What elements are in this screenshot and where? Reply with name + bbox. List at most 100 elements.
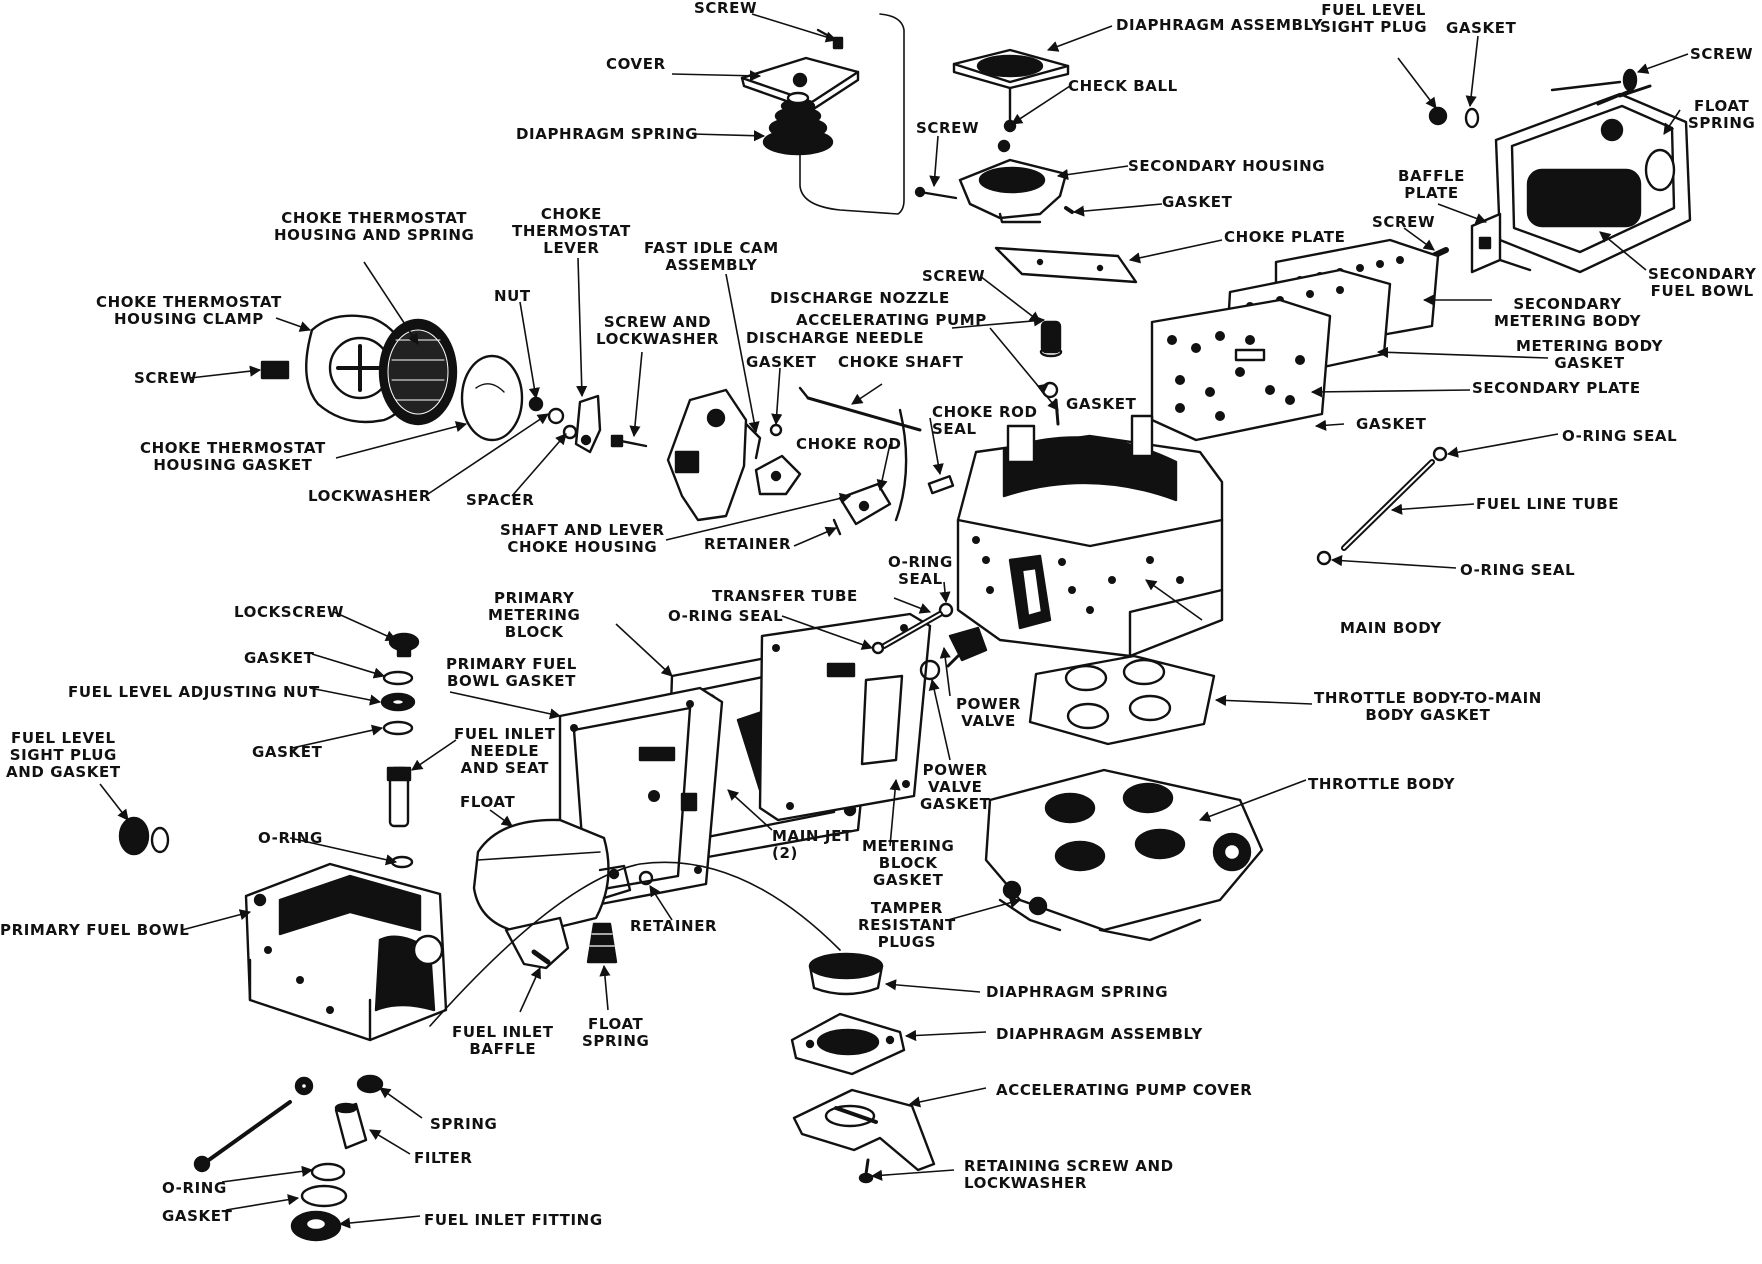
label-screw-baffle: SCREW [1372, 213, 1436, 231]
power-valve-part [946, 626, 988, 668]
label-o-ring-seal-center: O-RING SEAL [888, 553, 953, 588]
label-metering-block-gasket: METERING BLOCK GASKET [862, 837, 955, 889]
nut-part [528, 396, 544, 412]
gasket-adjusting-part [382, 720, 414, 736]
label-lockwasher: LOCKWASHER [308, 487, 432, 505]
label-gasket-bottom: GASKET [162, 1207, 233, 1225]
choke-thermostat-housing-gasket-part [460, 354, 524, 442]
label-retainer-choke: RETAINER [704, 535, 792, 553]
choke-rod-seal-part [927, 474, 955, 495]
screw-top-right-part [1550, 68, 1638, 92]
label-metering-body-gasket: METERING BODY GASKET [1516, 337, 1664, 372]
label-shaft-and-lever: SHAFT AND LEVER CHOKE HOUSING [500, 521, 665, 556]
label-baffle-plate: BAFFLE PLATE [1398, 167, 1465, 202]
diaphragm-spring-bottom-part [808, 952, 884, 996]
fuel-inlet-screw-part [193, 1100, 292, 1173]
label-choke-thermostat-housing-spring: CHOKE THERMOSTAT HOUSING AND SPRING [274, 209, 475, 244]
label-float: FLOAT [460, 793, 516, 811]
label-choke-thermostat-housing-gasket: CHOKE THERMOSTAT HOUSING GASKET [140, 439, 326, 474]
leader-lines [99, 13, 1689, 1229]
spacer-part [562, 424, 578, 440]
screw-and-lockwasher-part [610, 434, 648, 448]
lockscrew-part [388, 632, 420, 658]
label-fuel-level-sight-plug-top: FUEL LEVEL SIGHT PLUG [1320, 1, 1428, 36]
accelerating-pump-rod-part [1054, 398, 1060, 426]
label-screw-and-lockwasher-top: SCREW AND LOCKWASHER [596, 313, 720, 348]
gasket-bottom-part [300, 1184, 348, 1208]
label-gasket-top-right: GASKET [1446, 19, 1517, 37]
label-o-ring-seal-transfer: O-RING SEAL [668, 607, 784, 625]
primary-fuel-bowl-part [244, 862, 448, 1042]
label-diaphragm-spring-top: DIAPHRAGM SPRING [516, 125, 699, 143]
fuel-level-adjusting-nut-part [380, 692, 416, 712]
o-ring-bottom-part [310, 1162, 346, 1182]
label-o-ring-bottom: O-RING [162, 1179, 227, 1197]
label-choke-plate: CHOKE PLATE [1224, 228, 1346, 246]
label-float-spring-right: FLOAT SPRING [1688, 97, 1756, 132]
screw-left-part [260, 360, 290, 380]
retainer-float-part [638, 870, 654, 886]
secondary-fuel-bowl-part [1494, 84, 1692, 274]
label-secondary-housing: SECONDARY HOUSING [1128, 157, 1326, 175]
label-diaphragm-assembly-top: DIAPHRAGM ASSEMBLY [1116, 16, 1323, 34]
label-throttle-body-gasket: THROTTLE BODY-TO-MAIN BODY GASKET [1314, 689, 1542, 724]
label-diaphragm-assembly-bottom: DIAPHRAGM ASSEMBLY [996, 1025, 1203, 1043]
fuel-line-tube-part [1341, 459, 1435, 551]
choke-plate-part [994, 246, 1138, 284]
fuel-inlet-baffle-part [504, 916, 570, 970]
label-gasket-accel: GASKET [1066, 395, 1137, 413]
baffle-plate-part [1470, 212, 1532, 274]
label-accelerating-pump-cover: ACCELERATING PUMP COVER [996, 1081, 1253, 1099]
o-ring-seal-top-part [1432, 446, 1448, 462]
fuel-inlet-fitting-part [290, 1210, 342, 1242]
diaphragm-assembly-top-part [952, 48, 1070, 133]
metering-block-gasket-part [758, 612, 932, 822]
lockwasher-part [547, 407, 565, 425]
o-ring-seal-center-part [938, 602, 954, 618]
label-lockscrew: LOCKSCREW [234, 603, 344, 621]
spring-part [356, 1074, 384, 1094]
label-fuel-inlet-fitting: FUEL INLET FITTING [424, 1211, 603, 1229]
label-transfer-tube: TRANSFER TUBE [712, 587, 858, 605]
label-screw-top-right: SCREW [1690, 45, 1754, 63]
diaphragm-assembly-bottom-part [790, 1012, 906, 1076]
label-throttle-body: THROTTLE BODY [1308, 775, 1456, 793]
secondary-plate-part [1150, 298, 1332, 442]
label-power-valve: POWER VALVE [956, 695, 1022, 730]
label-diaphragm-spring-bottom: DIAPHRAGM SPRING [986, 983, 1169, 1001]
float-spring-bottom-part [586, 922, 618, 964]
label-tamper-resistant-plugs: TAMPER RESISTANT PLUGS [858, 899, 956, 951]
label-fuel-level-sight-plug-left: FUEL LEVEL SIGHT PLUG AND GASKET [6, 729, 121, 781]
label-primary-metering-block: PRIMARY METERING BLOCK [488, 589, 581, 641]
label-secondary-metering-body: SECONDARY METERING BODY [1494, 295, 1642, 330]
label-o-ring-seal-right-bottom: O-RING SEAL [1460, 561, 1576, 579]
label-cover: COVER [606, 55, 666, 73]
label-choke-rod: CHOKE ROD [796, 435, 902, 453]
label-gasket-plate: GASKET [1356, 415, 1427, 433]
label-spring: SPRING [430, 1115, 498, 1133]
label-discharge-nozzle: DISCHARGE NOZZLE [770, 289, 950, 307]
label-accelerating-pump: ACCELERATING PUMP [796, 311, 987, 329]
label-choke-thermostat-lever: CHOKE THERMOSTAT LEVER [512, 205, 631, 257]
choke-thermostat-lever-part [574, 394, 602, 454]
label-screw-choke: SCREW [922, 267, 986, 285]
label-discharge-needle: DISCHARGE NEEDLE [746, 329, 925, 347]
label-fuel-inlet-needle-seat: FUEL INLET NEEDLE AND SEAT [454, 725, 556, 777]
screw-top-part [816, 28, 844, 50]
label-check-ball: CHECK BALL [1068, 77, 1178, 95]
secondary-housing-part [958, 139, 1068, 224]
label-screw-left: SCREW [134, 369, 198, 387]
label-retaining-screw-lockwasher: RETAINING SCREW AND LOCKWASHER [964, 1157, 1174, 1192]
fast-idle-cam-part [754, 454, 802, 496]
label-choke-rod-seal: CHOKE ROD SEAL [932, 403, 1038, 438]
label-gasket-lockscrew: GASKET [244, 649, 315, 667]
label-o-ring-seal-right-top: O-RING SEAL [1562, 427, 1678, 445]
main-body-part [956, 414, 1224, 658]
float-part [472, 818, 632, 936]
choke-housing-part [666, 388, 762, 522]
choke-thermostat-housing-spring-part [378, 318, 458, 426]
label-gasket-adjusting: GASKET [252, 743, 323, 761]
label-fuel-line-tube: FUEL LINE TUBE [1476, 495, 1620, 513]
